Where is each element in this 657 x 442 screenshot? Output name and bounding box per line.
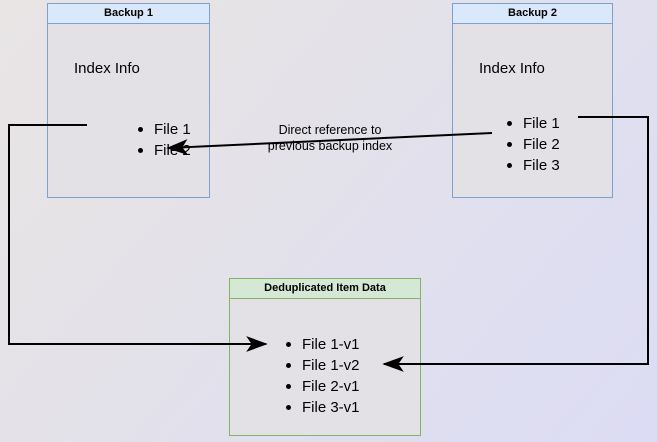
list-item: File 2	[138, 140, 191, 161]
list-item: File 2-v1	[286, 376, 360, 397]
backup-1-body: Index Info File 1 File 2	[48, 24, 209, 197]
list-item: File 1-v2	[286, 355, 360, 376]
list-item: File 1-v1	[286, 334, 360, 355]
list-item: File 1	[507, 113, 560, 134]
backup-1-header: Backup 1	[48, 4, 209, 24]
list-item: File 1	[138, 119, 191, 140]
backup-2-body: Index Info File 1 File 2 File 3	[453, 24, 612, 197]
backup-2-header: Backup 2	[453, 4, 612, 24]
direct-reference-label: Direct reference to previous backup inde…	[267, 123, 393, 153]
deduplicated-item-data-header: Deduplicated Item Data	[230, 279, 420, 299]
deduplicated-file-list: File 1-v1 File 1-v2 File 2-v1 File 3-v1	[272, 334, 360, 418]
list-item: File 3-v1	[286, 397, 360, 418]
backup-2-file-list: File 1 File 2 File 3	[493, 113, 560, 176]
deduplicated-item-data-box[interactable]: Deduplicated Item Data File 1-v1 File 1-…	[229, 278, 421, 436]
backup-1-file-list: File 1 File 2	[124, 119, 191, 161]
backup-2-box[interactable]: Backup 2 Index Info File 1 File 2 File 3	[452, 3, 613, 198]
list-item: File 3	[507, 155, 560, 176]
deduplicated-item-data-body: File 1-v1 File 1-v2 File 2-v1 File 3-v1	[230, 299, 420, 435]
list-item: File 2	[507, 134, 560, 155]
backup-2-title: Index Info	[479, 60, 545, 77]
backup-1-title: Index Info	[74, 60, 140, 77]
backup-1-box[interactable]: Backup 1 Index Info File 1 File 2	[47, 3, 210, 198]
